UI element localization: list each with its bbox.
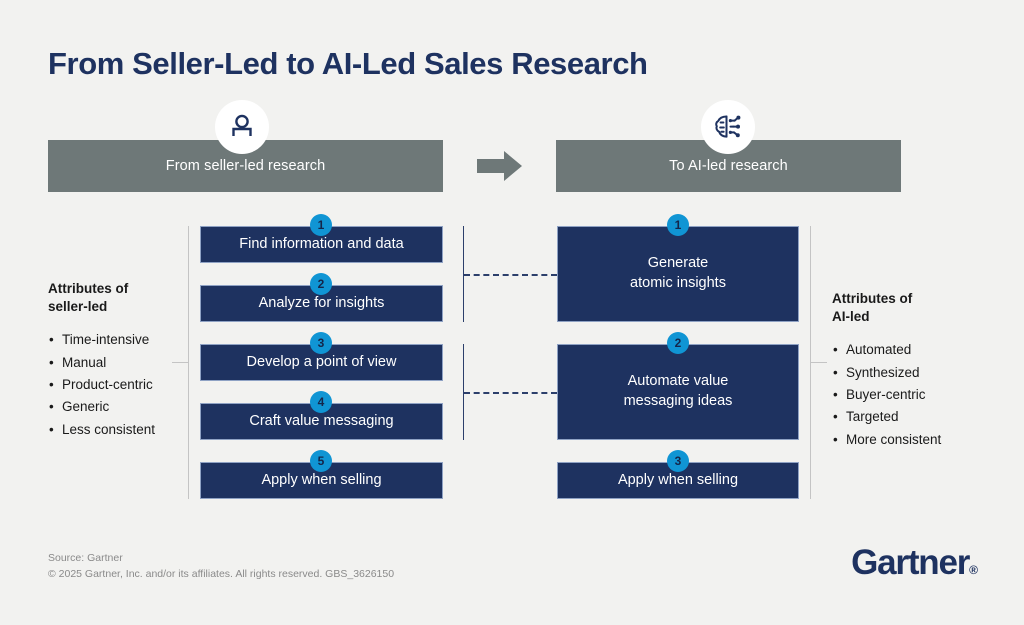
- page-title: From Seller-Led to AI-Led Sales Research: [48, 46, 648, 81]
- mid-bracket-2: [463, 344, 464, 440]
- attributes-ai-led-list: Automated Synthesized Buyer-centric Targ…: [832, 339, 982, 452]
- list-item: Manual: [48, 352, 198, 375]
- attributes-ai-led: Attributes of AI-led Automated Synthesiz…: [832, 290, 982, 451]
- step-badge-right-2: 2: [667, 332, 689, 354]
- step-badge-left-3: 3: [310, 332, 332, 354]
- list-item: Time-intensive: [48, 329, 198, 352]
- step-badge-left-2: 2: [310, 273, 332, 295]
- attributes-seller-led: Attributes of seller-led Time-intensive …: [48, 280, 198, 441]
- list-item: More consistent: [832, 429, 982, 452]
- person-icon: [215, 100, 269, 154]
- source-line: Source: Gartner: [48, 552, 123, 564]
- list-item: Product-centric: [48, 374, 198, 397]
- step-label: Apply when selling: [617, 471, 739, 488]
- dashed-connector-1: [464, 274, 557, 276]
- step-badge-right-3: 3: [667, 450, 689, 472]
- right-rail: [810, 226, 811, 499]
- list-item: Automated: [832, 339, 982, 362]
- step-badge-left-4: 4: [310, 391, 332, 413]
- dashed-connector-2: [464, 392, 557, 394]
- copyright-line: © 2025 Gartner, Inc. and/or its affiliat…: [48, 567, 395, 580]
- step-box-left-1[interactable]: Find information and data: [200, 226, 443, 263]
- gartner-logo: Gartner®: [851, 543, 978, 583]
- list-item: Less consistent: [48, 419, 198, 442]
- header-label-seller-led: From seller-led research: [165, 158, 326, 174]
- step-label: Develop a point of view: [246, 353, 397, 370]
- attributes-seller-led-title: Attributes of seller-led: [48, 281, 129, 315]
- mid-bracket-1: [463, 226, 464, 322]
- list-item: Synthesized: [832, 362, 982, 385]
- logo-text: Gartner: [851, 543, 970, 582]
- attributes-seller-led-list: Time-intensive Manual Product-centric Ge…: [48, 329, 198, 442]
- right-rail-tick: [811, 362, 827, 363]
- step-box-right-2[interactable]: Automate value messaging ideas: [557, 344, 799, 440]
- step-label: Generate atomic insights: [630, 255, 726, 291]
- list-item: Buyer-centric: [832, 384, 982, 407]
- step-label: Automate value messaging ideas: [623, 373, 733, 409]
- step-box-left-5[interactable]: Apply when selling: [200, 462, 443, 499]
- step-box-right-1[interactable]: Generate atomic insights: [557, 226, 799, 322]
- attributes-ai-led-title: Attributes of AI-led: [832, 291, 913, 325]
- step-badge-left-1: 1: [310, 214, 332, 236]
- step-label: Apply when selling: [261, 471, 382, 488]
- list-item: Targeted: [832, 406, 982, 429]
- step-label: Find information and data: [239, 235, 404, 252]
- step-label: Analyze for insights: [258, 294, 385, 311]
- step-badge-right-1: 1: [667, 214, 689, 236]
- footer-source: Source: Gartner © 2025 Gartner, Inc. and…: [48, 551, 394, 583]
- step-label: Craft value messaging: [249, 412, 394, 429]
- right-arrow-icon: [477, 149, 523, 183]
- ai-brain-icon: [701, 100, 755, 154]
- registered-mark-icon: ®: [969, 563, 978, 577]
- step-badge-left-5: 5: [310, 450, 332, 472]
- step-box-right-3[interactable]: Apply when selling: [557, 462, 799, 499]
- list-item: Generic: [48, 396, 198, 419]
- header-label-ai-led: To AI-led research: [669, 158, 788, 174]
